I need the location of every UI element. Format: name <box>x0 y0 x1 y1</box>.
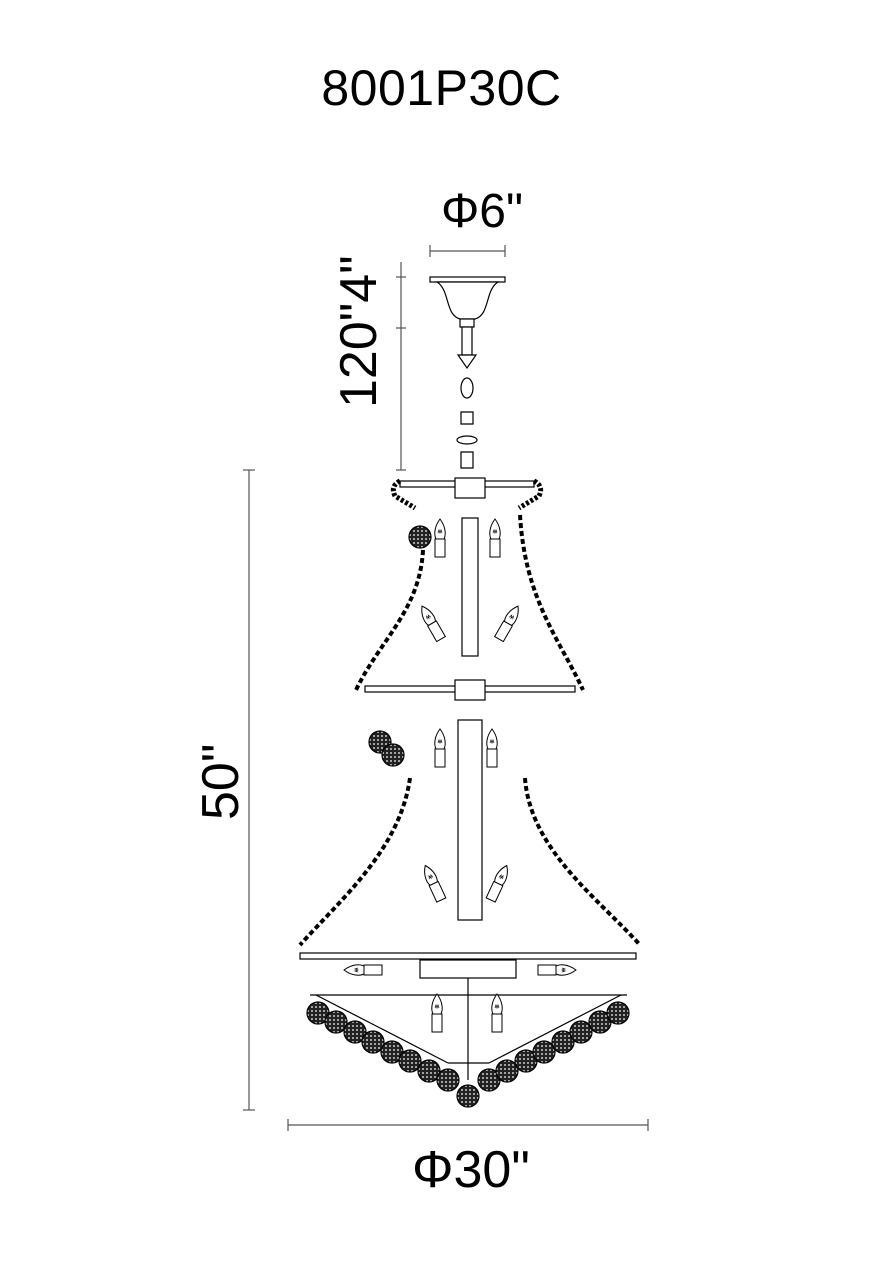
canopy-diameter-label: Φ6" <box>441 185 524 238</box>
bottom-tier-frame <box>299 952 637 1080</box>
overall-diameter-label: Φ30" <box>412 1141 530 1199</box>
model-number-title: 8001P30C <box>321 60 562 116</box>
middle-tier-frame <box>364 679 576 921</box>
bead-strands-middle <box>298 777 642 947</box>
top-tier-frame <box>390 477 544 657</box>
canopy <box>429 276 506 469</box>
bead-strands-top <box>354 514 585 691</box>
dimension-lines <box>243 245 649 1131</box>
